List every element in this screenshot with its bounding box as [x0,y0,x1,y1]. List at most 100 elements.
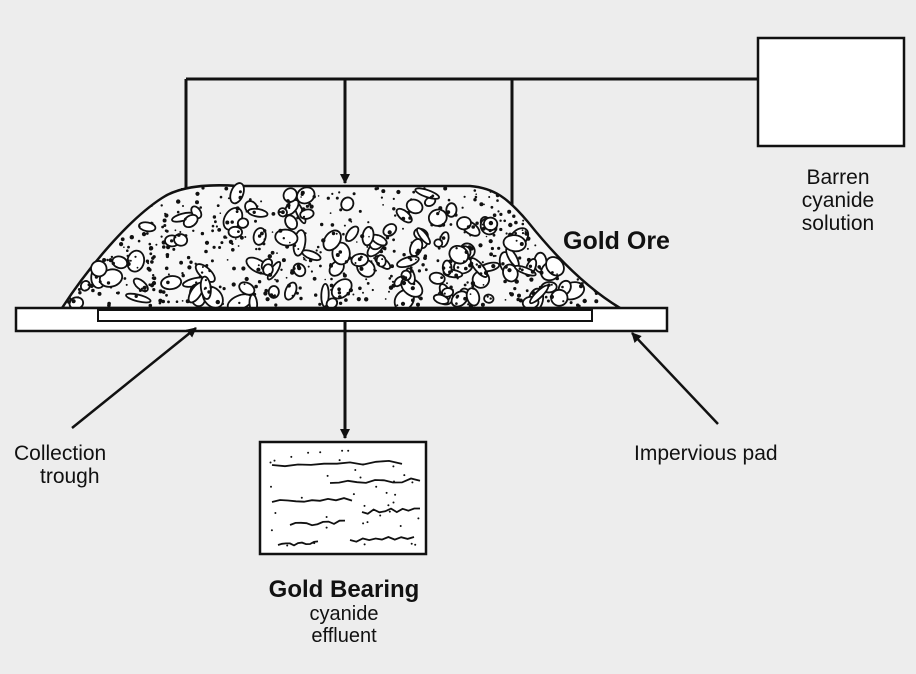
ore-grain [462,260,466,263]
ore-grain [449,266,452,269]
ore-grain [480,302,485,307]
ore-grain [474,195,478,199]
ore-grain [204,279,207,282]
ore-pebble [416,227,431,245]
ore-grain [412,190,416,194]
ore-grain [396,189,401,195]
ore-grain [430,223,434,227]
ore-grain [211,229,215,233]
ore-grain [461,206,464,209]
ore-grain [518,298,523,303]
ore-grain [174,229,177,232]
effluent-speck [411,481,414,484]
ore-grain [232,266,236,271]
ore-grain [136,266,139,269]
ore-grain [290,270,295,275]
ore-grain [505,232,508,235]
ore-grain [416,302,420,307]
ore-grain [472,287,475,290]
ore-grain [200,271,204,274]
ore-grain [239,191,242,194]
ore-grain [141,232,147,237]
ore-grain [276,252,278,255]
effluent-speck [325,526,328,529]
ore-grain [521,222,525,226]
ore-grain [443,186,448,191]
ore-grain [295,291,299,295]
ore-pebble [284,214,299,231]
ore-grain [501,262,505,266]
ore-grain [441,223,446,227]
ore-grain [348,288,353,293]
ore-grain [298,286,302,290]
ore-grain [179,231,182,233]
ore-grain [312,276,317,281]
ore-grain [466,281,469,284]
ore-grain [508,222,513,228]
ore-grain [463,296,467,301]
ore-grain [106,258,109,262]
ore-grain [244,276,249,282]
ore-pebble [79,280,91,292]
ore-grain [317,195,320,197]
ore-grain [531,291,536,296]
ore-grain [539,267,542,270]
ore-pebble [441,287,455,298]
ore-grain [138,289,142,292]
ore-grain [486,295,489,298]
ore-pebble [340,196,355,212]
ore-pebble [274,228,299,247]
ore-grain [137,239,141,243]
ore-pebble [545,256,565,277]
ore-grain [403,276,408,280]
ore-grain [324,278,327,281]
ore-grain [329,283,334,288]
ore-grain [412,282,416,286]
ore-grain [339,208,343,212]
ore-pebble [182,213,199,229]
ore-pebble [227,225,243,239]
ore-grain [488,196,491,198]
ore-grain [211,224,215,228]
ore-grain [259,271,263,275]
ore-grain [561,285,564,289]
ore-grain [522,219,525,222]
ore-grain [524,230,527,232]
ore-grain [115,291,119,295]
ore-grain [148,242,152,246]
ore-grain [158,301,162,305]
ore-grain [207,290,211,294]
ore-grain [455,247,458,250]
effluent-speck [403,474,406,477]
ore-grain [451,270,454,273]
ore-pebble [238,281,256,296]
effluent-ripple [349,536,415,543]
ore-grain [358,286,362,291]
ore-grain [538,285,543,290]
ore-grain [164,229,168,232]
ore-grain [415,258,417,261]
ore-grain [248,198,252,201]
ore-grain [253,292,257,296]
ore-grain [392,197,395,200]
ore-grain [198,275,202,279]
ore-grain [265,297,270,302]
ore-grain [286,199,290,203]
ore-grain [530,270,535,274]
ore-grain [582,298,587,304]
ore-grain [475,221,479,225]
ore-grain [278,210,282,214]
ore-grain [195,200,199,205]
ore-grain [436,259,440,263]
effluent-speck [270,529,273,532]
ore-grain [456,266,460,269]
ore-grain [149,252,153,256]
ore-pebble [262,263,274,277]
ore-grain [401,280,407,286]
ore-grain [436,212,440,216]
ore-grain [222,287,226,291]
ore-grain [164,266,169,271]
effluent-speck [394,493,397,496]
ore-grain [187,265,192,270]
ore-grain [285,244,289,249]
